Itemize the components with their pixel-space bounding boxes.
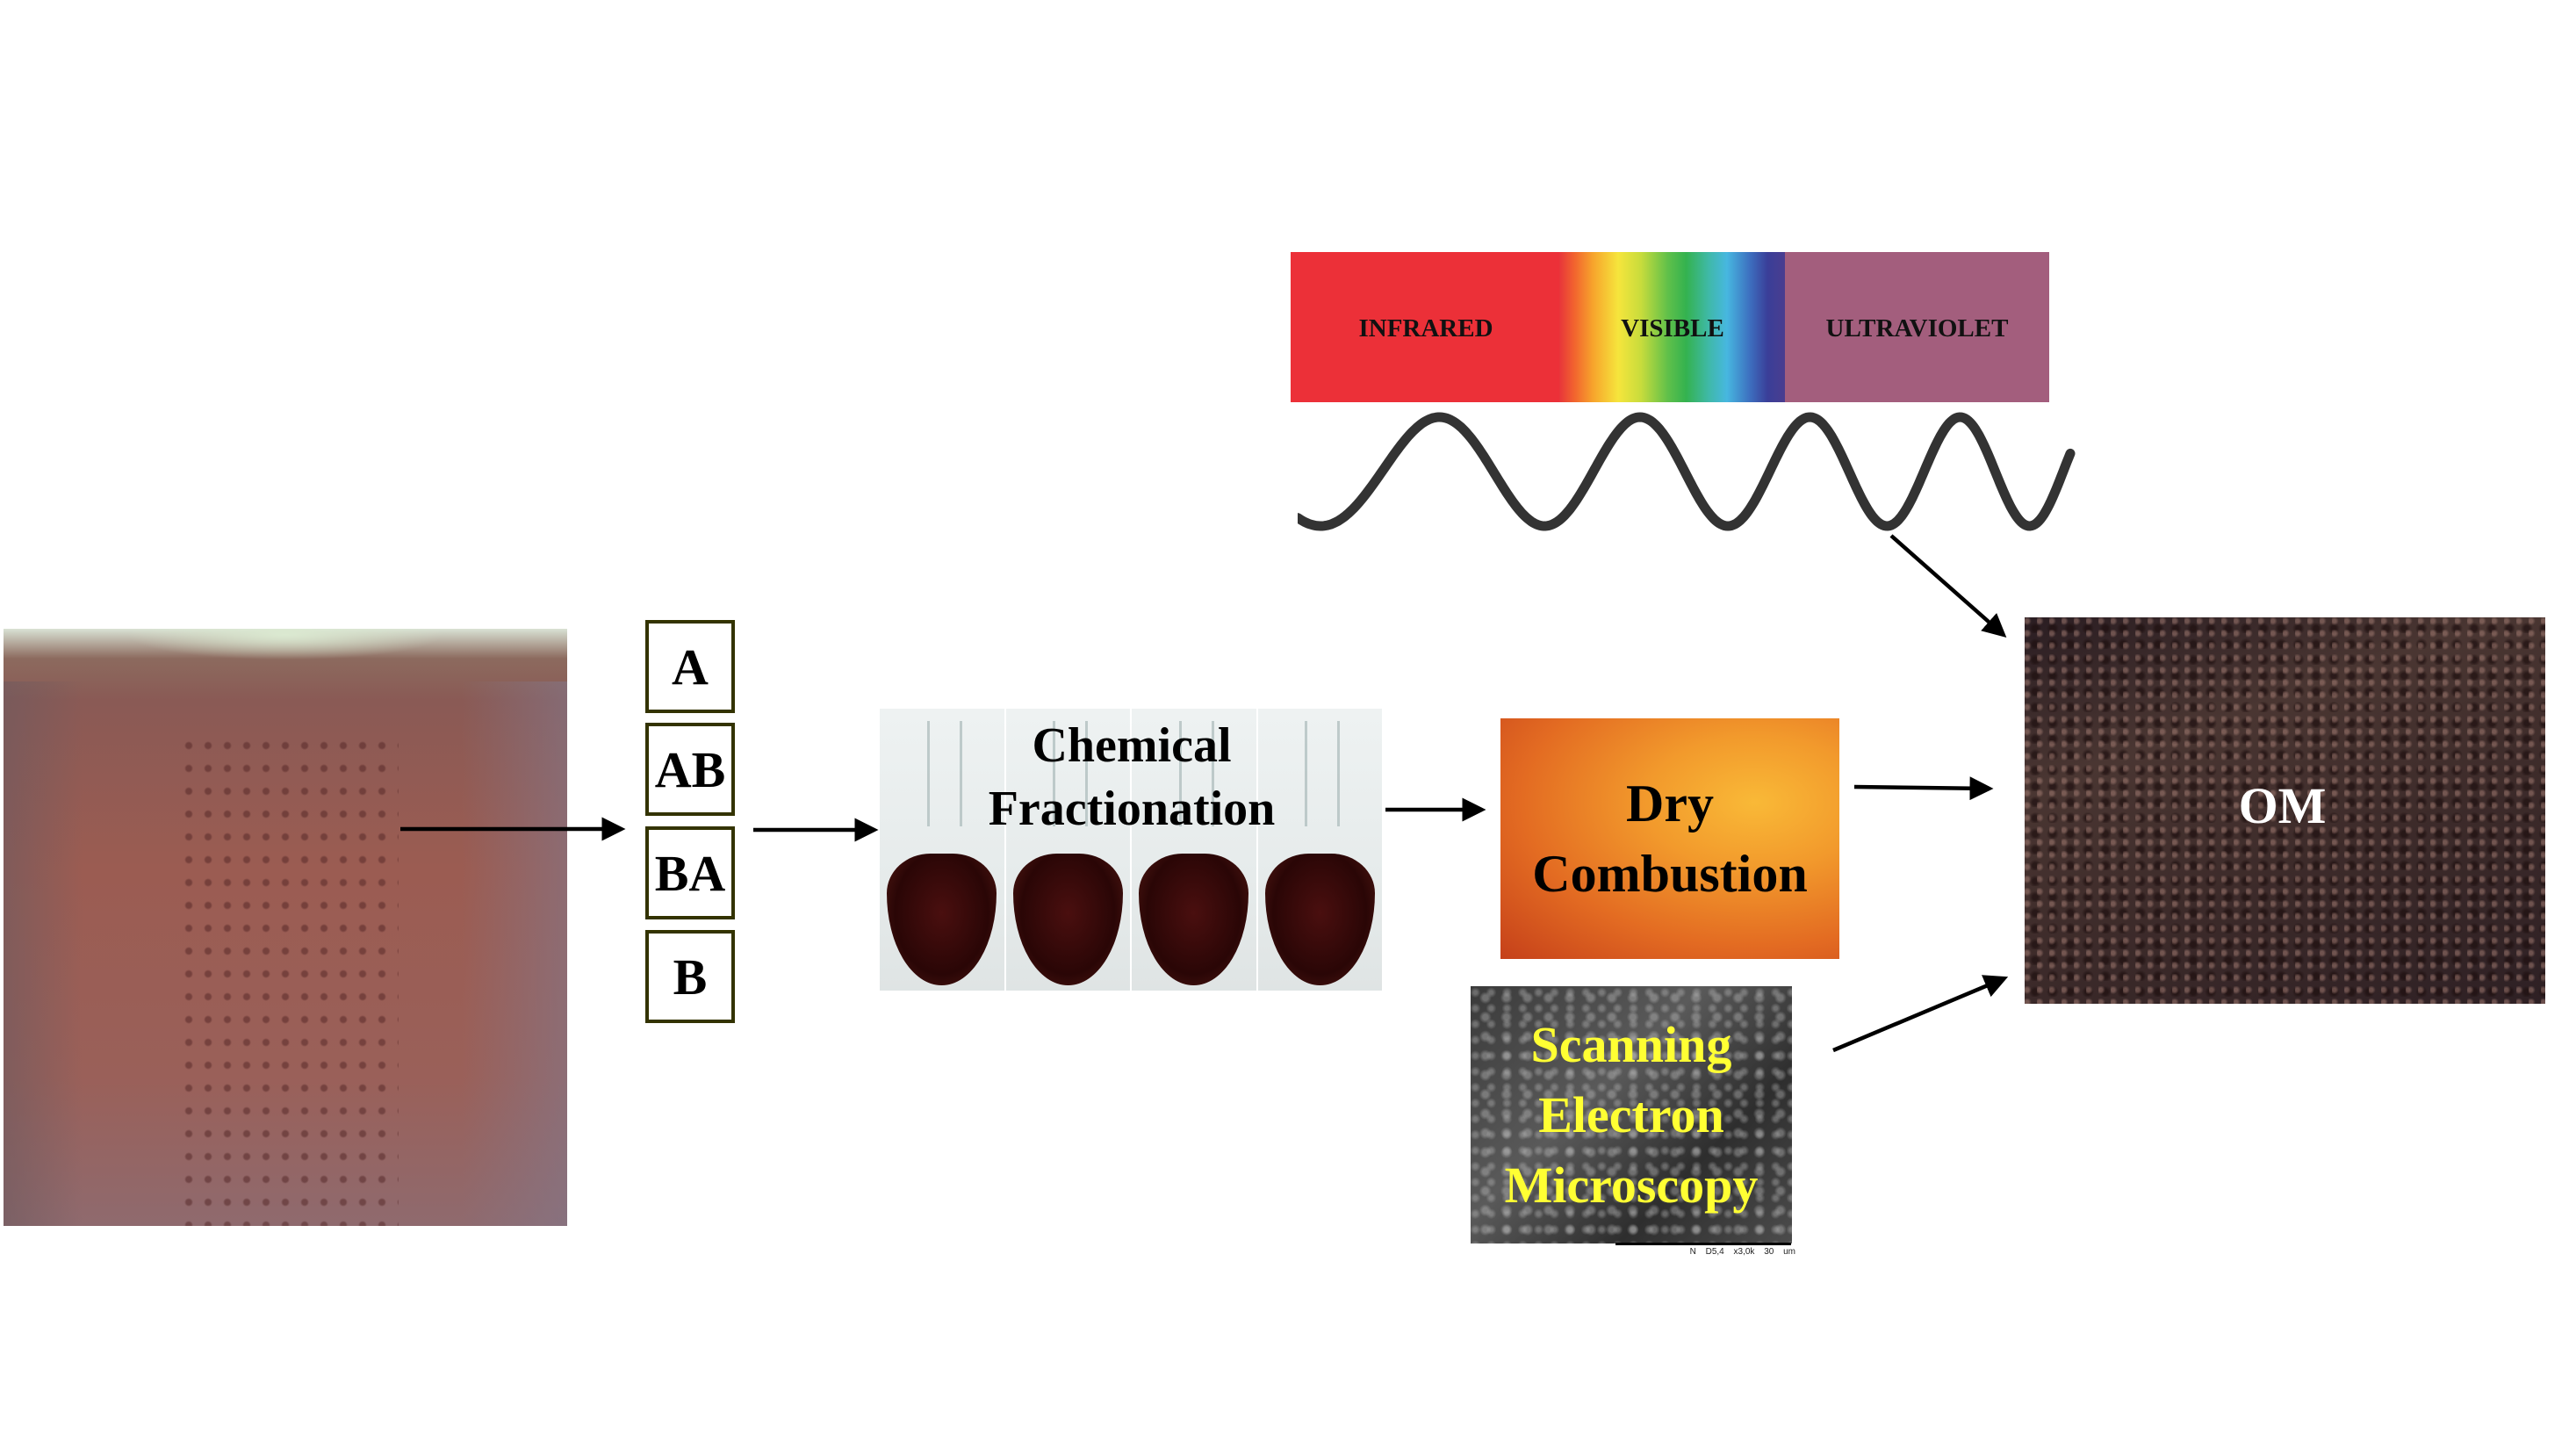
- horizon-label: A: [672, 638, 709, 696]
- horizon-box-ab: AB: [645, 723, 735, 816]
- chemical-fractionation-line1: Chemical: [1032, 718, 1232, 773]
- sem-scale-label: N D5,4 x3,0k 30 um: [1689, 1247, 1795, 1257]
- arrow-spectroscopy-to-om: [1889, 534, 2007, 638]
- soil-edge-shadow-right: [462, 681, 567, 1226]
- dry-combustion-panel: Dry Combustion: [1500, 718, 1839, 959]
- dry-combustion-line2: Combustion: [1532, 845, 1808, 903]
- wavelength-wave: [1298, 412, 2076, 531]
- horizon-label: B: [673, 948, 708, 1006]
- spectrum-infrared-band: INFRARED: [1291, 252, 1561, 402]
- flask-image: [880, 709, 1006, 991]
- horizon-label: AB: [654, 740, 726, 798]
- horizon-box-ba: BA: [645, 826, 735, 919]
- arrow-sem-to-om: [1832, 975, 2009, 1053]
- chemical-fractionation-panel: Chemical Fractionation: [880, 709, 1384, 991]
- flask-image: [1132, 709, 1258, 991]
- sem-line1: Scanning: [1530, 1015, 1732, 1073]
- wave-path: [1298, 412, 2076, 531]
- spectrum-visible-band: VISIBLE: [1559, 252, 1786, 402]
- soil-mottling: [179, 734, 399, 1226]
- organic-matter-photo: OM: [2025, 617, 2545, 1004]
- visible-label: VISIBLE: [1621, 314, 1724, 342]
- chemical-fractionation-line2: Fractionation: [988, 782, 1276, 836]
- soil-profile-photo: [4, 629, 567, 1226]
- arrow-combustion-to-om: [1853, 776, 1994, 801]
- flask-neck: [1053, 721, 1089, 826]
- flask-neck: [1178, 721, 1214, 826]
- flask-neck: [1305, 721, 1341, 826]
- spectrum-ultraviolet-band: ULTRAVIOLET: [1785, 252, 2049, 402]
- sem-line2: Electron: [1538, 1085, 1724, 1143]
- flask-image: [1005, 709, 1132, 991]
- sem-line3: Microscopy: [1504, 1156, 1759, 1214]
- horizon-box-a: A: [645, 620, 735, 713]
- chemical-fractionation-label: Chemical Fractionation: [880, 709, 1384, 996]
- ultraviolet-label: ULTRAVIOLET: [1825, 314, 2009, 342]
- om-label: OM: [2238, 776, 2327, 834]
- horizon-box-b: B: [645, 930, 735, 1023]
- sem-panel: Scanning Electron Microscopy: [1471, 986, 1792, 1244]
- horizon-label: BA: [654, 844, 726, 902]
- flask-image: [1257, 709, 1384, 991]
- sem-scale-bar: [1615, 1243, 1791, 1245]
- dry-combustion-line1: Dry: [1626, 775, 1714, 833]
- soil-edge-shadow-left: [4, 681, 83, 1226]
- flask-neck: [926, 721, 962, 826]
- infrared-label: INFRARED: [1358, 314, 1493, 342]
